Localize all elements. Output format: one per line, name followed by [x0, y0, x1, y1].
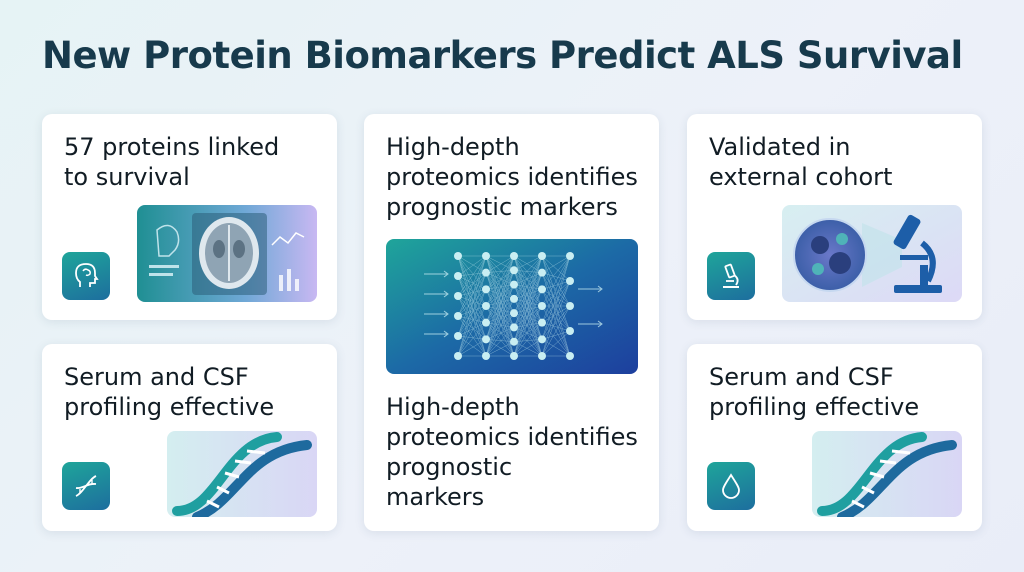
network-node	[482, 268, 490, 277]
card-heading: Validated in external cohort	[709, 132, 892, 192]
card-heading: 57 proteins linked to survival	[64, 132, 279, 192]
card-validated-external: Validated in external cohort	[687, 114, 982, 320]
card-subheading-line: High-depth	[386, 393, 520, 421]
network-node	[538, 268, 546, 277]
network-node	[510, 309, 518, 318]
network-node	[510, 323, 518, 332]
network-node	[566, 277, 574, 285]
card-subheading-line: prognostic	[386, 453, 513, 481]
network-node	[454, 332, 462, 340]
network-node	[566, 352, 574, 360]
card-heading: Serum and CSF profiling effective	[709, 362, 919, 422]
network-node	[510, 337, 518, 346]
card-heading-line: 57 proteins linked	[64, 133, 280, 161]
network-node	[538, 335, 546, 344]
card-heading-line: proteomics identifies	[386, 163, 638, 191]
card-heading-line: Serum and CSF	[709, 363, 894, 391]
dna-helix-illustration	[167, 431, 317, 517]
card-subheading: High-depth proteomics identifies prognos…	[386, 392, 638, 512]
dna-icon	[62, 462, 110, 510]
card-heading: High-depth proteomics identifies prognos…	[386, 132, 638, 222]
network-node	[538, 318, 546, 327]
network-node	[510, 252, 518, 260]
card-serum-csf-right: Serum and CSF profiling effective	[687, 344, 982, 531]
card-heading-line: Validated in	[709, 133, 851, 161]
network-node	[454, 272, 462, 280]
card-proteins-linked: 57 proteins linked to survival	[42, 114, 337, 320]
card-heading-line: to survival	[64, 163, 190, 191]
network-node	[454, 312, 462, 320]
card-heading-line: profiling effective	[64, 393, 275, 421]
droplet-icon	[707, 462, 755, 510]
network-node	[482, 335, 490, 344]
network-node	[566, 302, 574, 310]
network-node	[510, 280, 518, 289]
network-node	[454, 292, 462, 300]
network-node	[482, 318, 490, 327]
network-node	[510, 266, 518, 275]
network-node	[538, 302, 546, 310]
brain-head-icon	[62, 252, 110, 300]
network-node	[510, 294, 518, 303]
card-high-depth-proteomics: High-depth proteomics identifies prognos…	[364, 114, 659, 531]
network-node	[566, 327, 574, 335]
card-heading-line: High-depth	[386, 133, 520, 161]
network-node	[482, 302, 490, 310]
network-node	[454, 352, 462, 360]
network-node	[454, 252, 462, 260]
network-node	[538, 252, 546, 260]
dna-helix-illustration	[812, 431, 962, 517]
card-heading: Serum and CSF profiling effective	[64, 362, 274, 422]
neural-network-illustration	[386, 239, 638, 374]
network-node	[566, 252, 574, 260]
microscope-cells-illustration	[782, 205, 962, 302]
card-serum-csf-left: Serum and CSF profiling effective	[42, 344, 337, 531]
brain-scan-illustration	[137, 205, 317, 302]
network-node	[482, 285, 490, 294]
network-node	[538, 352, 546, 360]
card-heading-line: Serum and CSF	[64, 363, 249, 391]
card-heading-line: profiling effective	[709, 393, 920, 421]
network-node	[538, 285, 546, 294]
card-subheading-line: markers	[386, 483, 485, 511]
network-node	[482, 252, 490, 260]
network-node	[510, 352, 518, 360]
microscope-icon	[707, 252, 755, 300]
page-title: New Protein Biomarkers Predict ALS Survi…	[42, 34, 963, 77]
card-subheading-line: proteomics identifies	[386, 423, 638, 451]
card-heading-line: external cohort	[709, 163, 893, 191]
network-node	[482, 352, 490, 360]
card-heading-line: prognostic markers	[386, 193, 618, 221]
